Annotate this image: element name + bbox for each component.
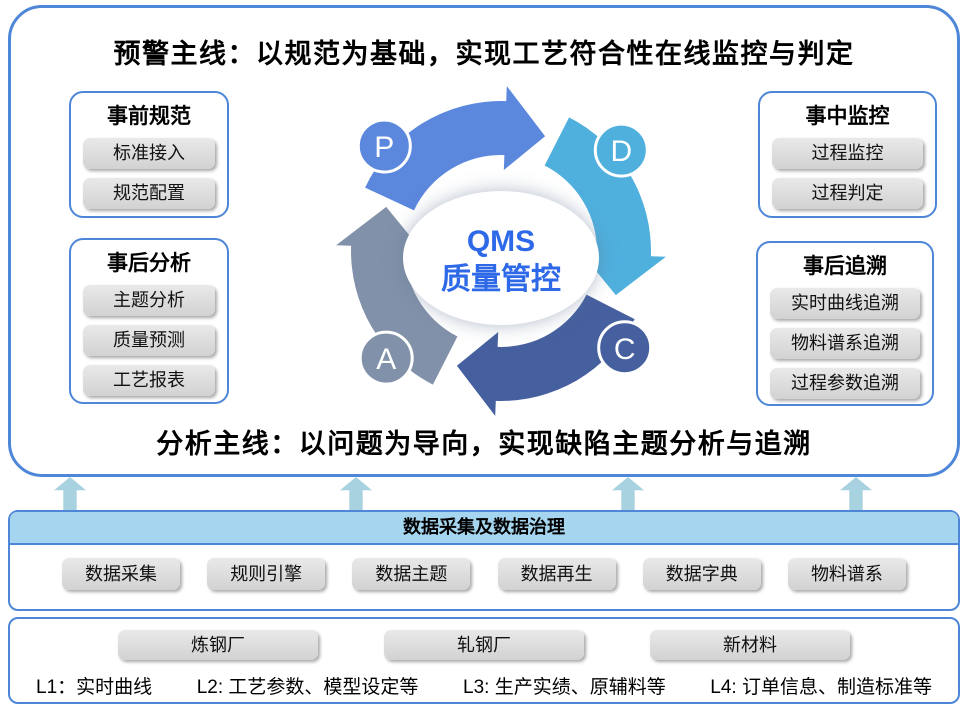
chip-rule-engine: 规则引擎 xyxy=(207,558,326,590)
level-l4-label: L4: 订单信息、制造标准等 xyxy=(710,677,932,698)
up-arrow-icon xyxy=(340,477,372,510)
chip-material-genealogy: 物料谱系 xyxy=(787,558,906,590)
chip-realtime-curve-trace: 实时曲线追溯 xyxy=(770,288,920,319)
data-governance-chips: 数据采集 规则引擎 数据主题 数据再生 数据字典 物料谱系 xyxy=(10,545,958,590)
chip-process-report: 工艺报表 xyxy=(83,365,215,396)
data-governance-header: 数据采集及数据治理 xyxy=(10,512,958,545)
chip-data-topic: 数据主题 xyxy=(352,558,471,590)
data-governance-section: 数据采集及数据治理 数据采集 规则引擎 数据主题 数据再生 数据字典 物料谱系 xyxy=(8,510,960,611)
pdca-act-circle xyxy=(358,330,414,386)
pdca-act-letter: A xyxy=(376,343,396,376)
chip-data-regen: 数据再生 xyxy=(497,558,616,590)
chip-data-collect: 数据采集 xyxy=(62,558,180,590)
pdca-arc-check xyxy=(456,294,635,416)
pdca-plan-letter: P xyxy=(374,131,394,164)
analysis-mainline-title: 分析主线：以问题为导向，实现缺陷主题分析与追溯 xyxy=(156,429,812,459)
up-arrow-icon xyxy=(612,477,644,510)
chip-material-genealogy-trace: 物料谱系追溯 xyxy=(770,328,920,359)
pdca-arc-plan xyxy=(365,86,546,211)
chip-process-judge: 过程判定 xyxy=(772,178,923,209)
pdca-do-letter: D xyxy=(610,135,632,168)
box-post-analysis-title: 事后分析 xyxy=(107,252,191,275)
up-arrow-icon xyxy=(840,477,872,510)
pdca-check-letter: C xyxy=(614,333,636,366)
warning-mainline-title: 预警主线：以规范为基础，实现工艺符合性在线监控与判定 xyxy=(113,39,855,69)
source-systems-section: 炼钢厂 轧钢厂 新材料 L1：实时曲线 L2: 工艺参数、模型设定等 L3: 生… xyxy=(8,617,960,704)
pdca-plan-circle xyxy=(356,118,412,174)
level-l2-label: L2: 工艺参数、模型设定等 xyxy=(196,677,419,698)
chip-process-monitor: 过程监控 xyxy=(772,138,923,169)
main-panel: 预警主线：以规范为基础，实现工艺符合性在线监控与判定 事前规范 标准接入 规范配… xyxy=(8,5,960,477)
pdca-center-title: QMS xyxy=(467,225,535,258)
pdca-arc-act xyxy=(336,206,458,385)
box-pre-spec: 事前规范 标准接入 规范配置 xyxy=(69,91,229,218)
pdca-arc-do xyxy=(544,117,666,296)
box-pre-spec-title: 事前规范 xyxy=(107,105,191,128)
pdca-center-subtitle: 质量管控 xyxy=(441,263,561,296)
pdca-cycle-diagram: P D C A QMS 质量管控 xyxy=(336,86,666,416)
box-in-process-monitor: 事中监控 过程监控 过程判定 xyxy=(758,91,937,218)
chip-topic-analysis: 主题分析 xyxy=(83,285,215,316)
chip-quality-predict: 质量预测 xyxy=(83,325,215,356)
chip-spec-config: 规范配置 xyxy=(83,178,215,209)
chip-new-material: 新材料 xyxy=(650,630,850,660)
box-in-process-monitor-title: 事中监控 xyxy=(805,105,890,128)
chip-rolling-plant: 轧钢厂 xyxy=(384,630,584,660)
chip-steelmaking-plant: 炼钢厂 xyxy=(118,630,318,660)
pdca-center-ellipse xyxy=(403,191,599,325)
up-arrow-icon xyxy=(54,477,86,510)
chip-data-dict: 数据字典 xyxy=(642,558,761,590)
box-post-trace-title: 事后追溯 xyxy=(803,255,887,278)
plants-row: 炼钢厂 轧钢厂 新材料 xyxy=(10,630,958,660)
levels-row: L1：实时曲线 L2: 工艺参数、模型设定等 L3: 生产实绩、原辅料等 L4:… xyxy=(10,672,958,699)
chip-standard-access: 标准接入 xyxy=(83,138,215,169)
box-post-trace: 事后追溯 实时曲线追溯 物料谱系追溯 过程参数追溯 xyxy=(756,241,934,406)
level-l3-label: L3: 生产实绩、原辅料等 xyxy=(463,677,666,698)
chip-process-param-trace: 过程参数追溯 xyxy=(770,368,920,399)
box-post-analysis: 事后分析 主题分析 质量预测 工艺报表 xyxy=(69,238,229,404)
level-l1-label: L1：实时曲线 xyxy=(36,677,153,698)
pdca-check-circle xyxy=(597,320,653,376)
pdca-do-circle xyxy=(593,122,649,178)
